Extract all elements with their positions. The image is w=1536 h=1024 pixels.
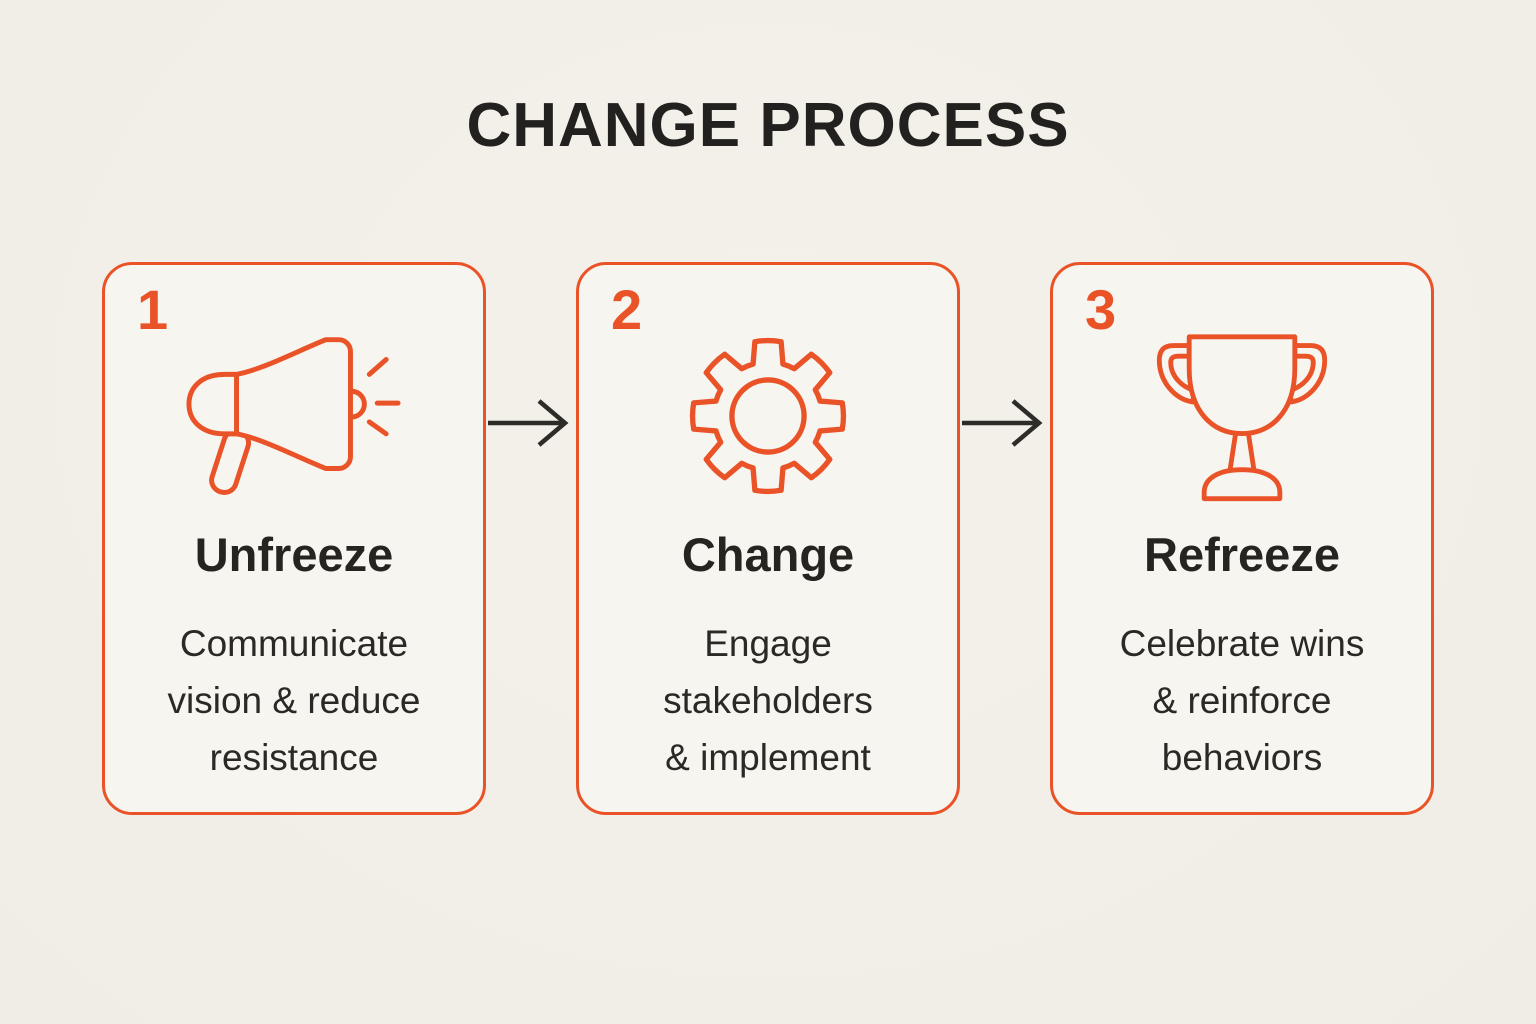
step-description: Celebrate wins & reinforce behaviors [1119, 623, 1365, 778]
step-card-unfreeze: 1 Unfreeze Communicate vision & reduce r… [102, 262, 486, 815]
arrow-right-icon [962, 399, 1043, 447]
step-card-change: 2 Change Engage stakeholders & implement [576, 262, 960, 815]
step-number: 3 [1085, 278, 1117, 341]
step-number: 1 [137, 278, 169, 341]
step-card-refreeze: 3 Refreeze Celebrate wins & reinforce be… [1050, 262, 1434, 815]
step-number: 2 [611, 278, 643, 341]
arrow-right-icon [488, 399, 569, 447]
gear-icon [579, 327, 957, 505]
megaphone-icon [105, 327, 483, 505]
page-title: CHANGE PROCESS [466, 91, 1070, 160]
step-description: Engage stakeholders & implement [663, 623, 873, 778]
step-title: Refreeze [1144, 528, 1340, 581]
trophy-icon [1053, 327, 1431, 505]
step-description: Communicate vision & reduce resistance [167, 623, 421, 778]
step-title: Change [681, 528, 855, 581]
step-title: Unfreeze [194, 528, 394, 581]
